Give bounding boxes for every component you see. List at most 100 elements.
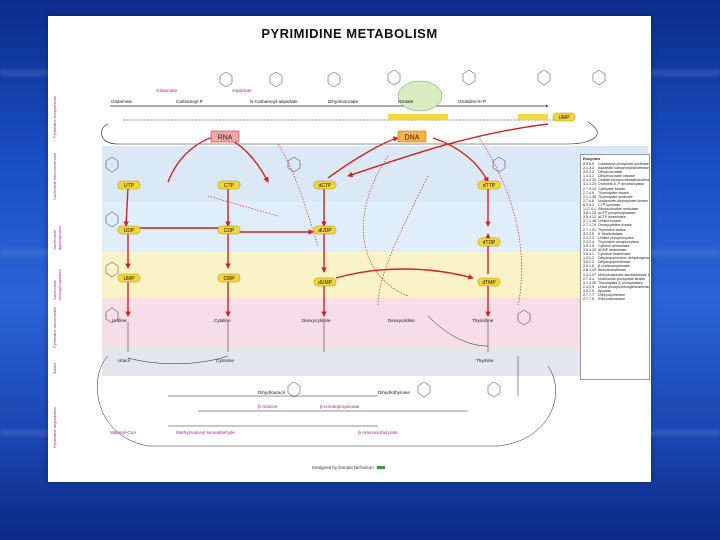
legend-enzyme-name: dCMP deaminase xyxy=(598,247,627,252)
label-orotate: Orotate xyxy=(398,99,414,104)
legend-ec-number: 3.5.4.12 xyxy=(583,247,596,252)
node-cdp: CDP xyxy=(224,228,235,234)
legend-enzyme-name: Dihydroorotate oxidase xyxy=(598,174,635,179)
legend-enzyme-name: Thymidylate 5'-phosphatase xyxy=(598,280,643,285)
label-carbamoyl-p: Carbamoyl-P xyxy=(176,99,203,104)
label-beta-ureidopropionate: β-Ureidopropionate xyxy=(320,404,360,409)
rna-node: RNA xyxy=(210,130,240,143)
compound-labels: Glutamine Glutamate Carbamoyl-P Aspartat… xyxy=(110,88,494,435)
legend-enzyme-name: Thymidine kinase xyxy=(598,227,626,232)
svg-text:DNA: DNA xyxy=(405,135,420,142)
legend-enzyme-name: CTP synthase xyxy=(598,202,621,207)
legend-ec-number: 2.7.7.6 xyxy=(583,297,594,302)
band-bases xyxy=(102,348,648,376)
legend-enzyme-name: Methylmalonate-semialdehyde DH xyxy=(598,272,650,277)
node-dttp: dTTP xyxy=(483,183,496,189)
legend-ec-number: 6.3.4.2 xyxy=(583,202,594,207)
legend-row: 1.3.1.2 Dihydropyrimidine dehydrogenase xyxy=(581,256,649,260)
node-udp: UDP xyxy=(124,228,135,234)
legend-enzyme-name: Cytosine deaminase xyxy=(598,252,631,257)
node-dump: dUMP xyxy=(318,280,333,286)
legend-ec-number: 1.3.3.1 xyxy=(583,174,594,179)
label-deoxyuridine: Deoxyuridine xyxy=(388,318,415,323)
legend-enzyme-name: Carbamoyl-phosphate synthase xyxy=(598,162,649,166)
main-flow-arrows xyxy=(123,123,549,317)
legend-ec-number: 2.6.1.19 xyxy=(583,268,596,273)
legend-ec-number: 4.1.1.23 xyxy=(583,182,596,187)
legend-enzyme-name: Aminotransferase xyxy=(598,268,627,273)
legend-row: 3.5.4.1 Cytosine deaminase xyxy=(581,252,649,256)
legend-enzyme-name: RNA polymerase xyxy=(598,297,625,302)
legend-enzyme-name: Uridine phosphorylase xyxy=(598,235,634,240)
legend-ec-number: 2.7.1.21 xyxy=(583,227,596,232)
label-deoxycytidine: Deoxycytidine xyxy=(302,318,331,323)
legend-enzyme-name: Aspartate carbamoyltransferase xyxy=(598,166,649,171)
legend-ec-number: 3.1.3.35 xyxy=(583,280,596,285)
legend-enzyme-name: Orotidine-5'-P decarboxylase xyxy=(598,182,645,187)
label-cytidine: Cytidine xyxy=(214,318,231,323)
legend-enzyme-name: Thymidylate kinase xyxy=(598,190,629,195)
diagram-title: PYRIMIDINE METABOLISM xyxy=(261,26,438,41)
legend-row: 6.3.5.5 Carbamoyl-phosphate synthase xyxy=(581,162,649,166)
legend-ec-number: 2.7.1.48 xyxy=(583,219,596,224)
legend-ec-number: 1.3.1.2 xyxy=(583,256,594,261)
legend-ec-number: 3.5.4.1 xyxy=(583,252,594,257)
node-dtmp: dTMP xyxy=(482,280,496,286)
legend-ec-number: 2.1.1.45 xyxy=(583,194,596,199)
label-uridine: Uridine xyxy=(112,318,127,323)
pathway-network: RNA DNA UTP CTP dCTP dTTP UDP CDP xyxy=(97,69,606,447)
legend-row: 1.3.3.1 Dihydroorotate oxidase xyxy=(581,174,649,178)
label-beta-aminoisobutyrate: β-Aminoisobutyrate xyxy=(358,430,398,435)
legend-enzyme-name: Ribonucleotide reductase xyxy=(598,207,639,212)
legend-ec-number: 1.17.4.1 xyxy=(583,207,596,212)
label-malonyl-coa: Malonyl-CoA xyxy=(110,430,137,435)
legend-row: 2.7.7.6 RNA polymerase xyxy=(581,297,649,301)
legend-enzyme-name: Orotate phosphoribosyltransferase xyxy=(598,178,650,183)
legend-header: Enzymes xyxy=(583,156,601,161)
legend-ec-number: 2.4.2.4 xyxy=(583,239,594,244)
label-cytosine: Cytosine xyxy=(216,358,234,363)
label-thymine: Thymine xyxy=(476,358,494,363)
legend-ec-number: 1.2.1.27 xyxy=(583,272,596,277)
legend-enzyme-name: β-Ureidopropionase xyxy=(598,264,630,269)
footer-text: Designed by Donald Nicholson xyxy=(312,465,374,470)
legend-ec-number: 3.6.1.23 xyxy=(583,211,596,216)
legend-ec-number: 3.1.3.5 xyxy=(583,231,594,236)
legend-enzyme-name: Dihydropyrimidine dehydrogenase xyxy=(598,256,650,261)
label-dihydroorotate: Dihydroorotate xyxy=(328,99,359,104)
label-dihydrothymine: Dihydrothymine xyxy=(378,390,410,395)
legend-enzyme-name: Nucleoside-phosphate kinase xyxy=(598,276,646,281)
regulatory-links xyxy=(207,135,522,307)
band-diphosphates xyxy=(102,202,648,252)
label-thymidine: Thymidine xyxy=(472,318,494,323)
node-ump: UMP xyxy=(123,276,135,282)
legend-row: 6.3.4.2 CTP synthase xyxy=(581,203,649,207)
legend-enzyme-name: Thymidine phosphorylase xyxy=(598,239,639,244)
node-dctp: dCTP xyxy=(319,183,332,189)
node-dtdp: dTDP xyxy=(483,240,496,246)
legend-ec-number: 6.3.5.5 xyxy=(583,162,594,166)
legend-swatch-green xyxy=(376,466,385,470)
label-methylmalonyl: Methylmalonyl semialdehyde xyxy=(176,430,235,435)
biosynthesis-chain xyxy=(101,80,598,145)
node-dudp: dUDP xyxy=(318,228,332,234)
legend-ec-number: 2.4.2.9 xyxy=(583,284,594,289)
